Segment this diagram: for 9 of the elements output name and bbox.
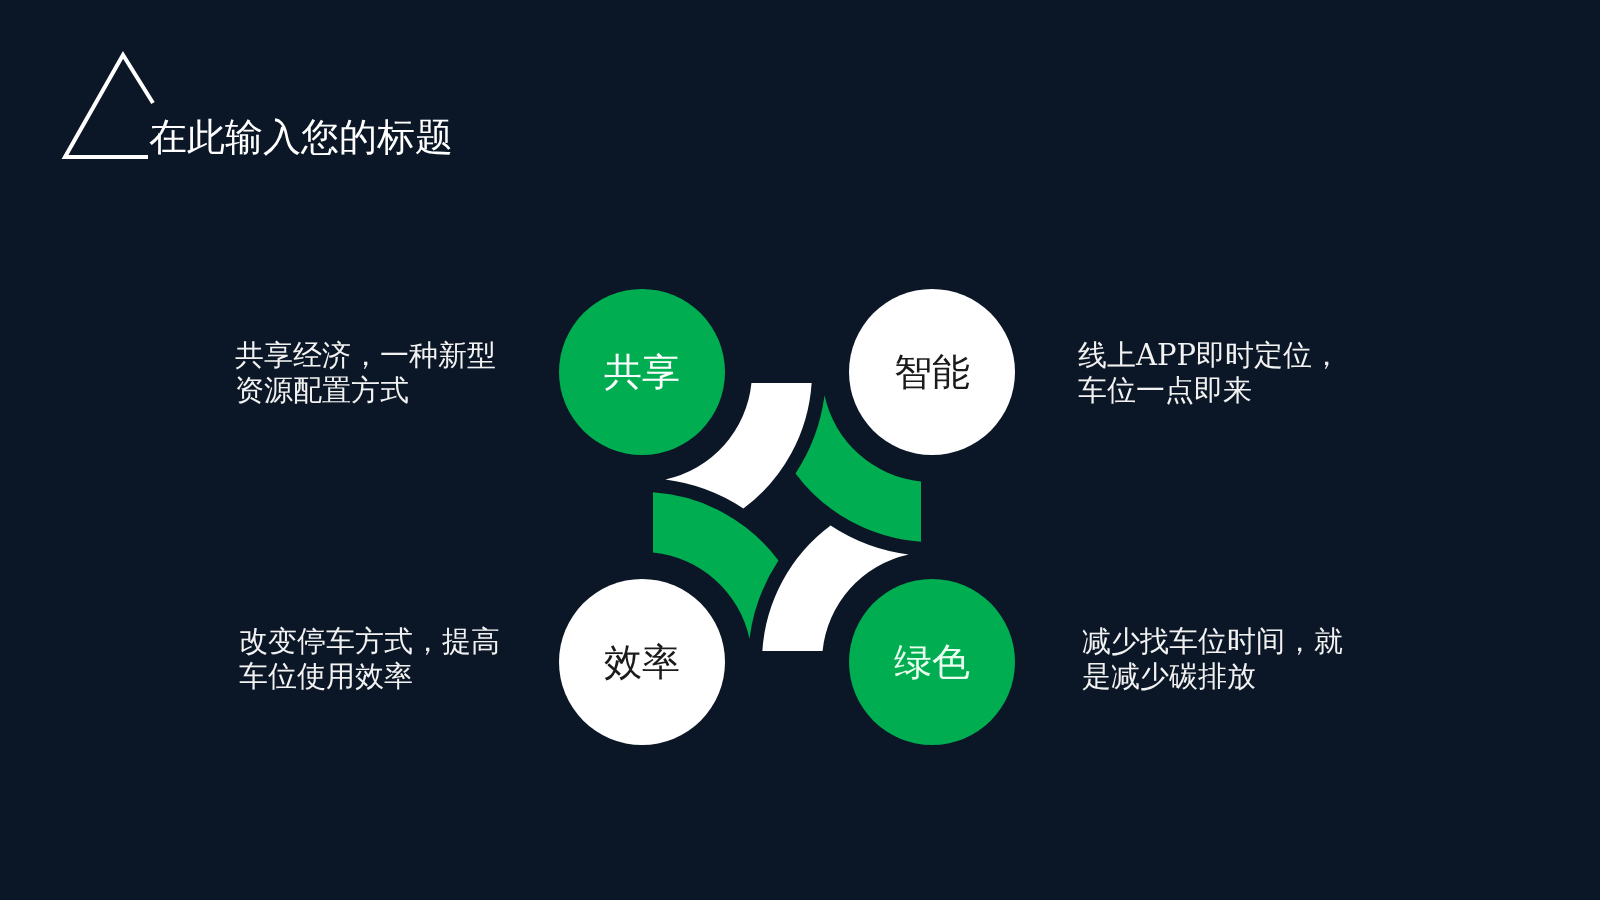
description-text: 共享经济，一种新型资源配置方式 — [235, 338, 497, 408]
topic-label: 共享 — [604, 353, 680, 391]
topic-label: 智能 — [894, 353, 970, 391]
description-text: 线上APP即时定位，车位一点即来 — [1078, 338, 1342, 408]
description-text: 减少找车位时间，就是减少碳排放 — [1082, 624, 1344, 694]
topic-label: 效率 — [604, 643, 680, 681]
title: 在此输入您的标题 — [149, 115, 453, 159]
topic-label: 绿色 — [894, 643, 970, 681]
description-text: 改变停车方式，提高车位使用效率 — [239, 624, 501, 694]
